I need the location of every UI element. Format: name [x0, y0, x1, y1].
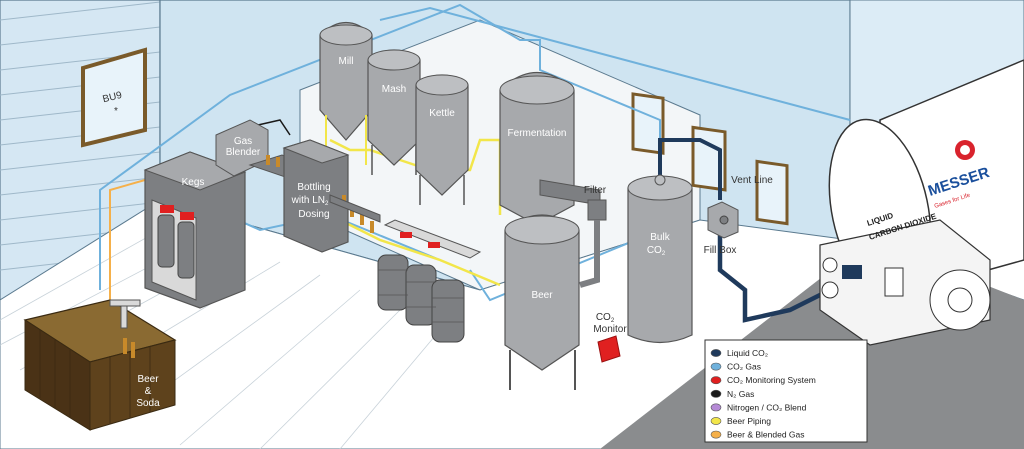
- bar-counter: Beer & Soda: [23, 299, 177, 431]
- fill-box: Fill Box Vent Line: [704, 175, 774, 256]
- beer-label: Beer: [531, 290, 553, 301]
- beer-soda-label-3: Soda: [136, 398, 160, 409]
- kettle-tank: Kettle: [415, 74, 469, 205]
- co2-monitor: CO2 Monitor: [593, 312, 627, 363]
- cabinet-kegs: [157, 205, 195, 279]
- monitor-label-2: Monitor: [593, 324, 627, 335]
- kettle-label: Kettle: [429, 108, 455, 119]
- bulk-co2-tank: Bulk CO2: [627, 174, 693, 344]
- beer-pipe-2: [329, 213, 501, 287]
- co2-gas-pipe-main: [99, 3, 661, 302]
- bottling-unit: Bottling with LN2 Dosing: [248, 139, 381, 253]
- window-1: [631, 92, 665, 155]
- sign-star: *: [114, 106, 118, 117]
- mill-label: Mill: [339, 56, 354, 67]
- legend-label: CO₂ Monitoring System: [727, 375, 816, 385]
- legend-swatch: [710, 389, 722, 398]
- legend-label: Nitrogen / CO₂ Blend: [727, 402, 807, 412]
- sign-text: BU9: [102, 90, 124, 105]
- bottling-label-3: Dosing: [298, 209, 329, 220]
- monitor-label-1: CO2: [596, 312, 615, 324]
- wall-sign: BU9 *: [81, 47, 147, 148]
- beer-soda-label-1: Beer: [137, 374, 159, 385]
- mill-tank: Mill: [319, 22, 373, 170]
- fill-box-label: Fill Box: [704, 245, 737, 256]
- window-2: [691, 125, 727, 192]
- beer-soda-label-2: &: [145, 386, 152, 397]
- window-3: [755, 159, 789, 226]
- bottling-label-1: Bottling: [297, 182, 330, 193]
- filter-unit: Filter: [539, 179, 607, 288]
- gas-blender-label-2: Blender: [226, 147, 261, 158]
- floor-kegs: [377, 219, 482, 343]
- filter-label: Filter: [584, 185, 607, 196]
- messer-truck: MESSER Gases for Life LIQUID CARBON DIOX…: [819, 59, 1024, 346]
- tanks: Mill Mash Kettle Fermentation: [319, 22, 693, 390]
- mash-tank: Mash: [367, 49, 421, 175]
- kegs-label: Kegs: [182, 177, 205, 188]
- bulk-label-2: CO2: [647, 245, 666, 257]
- legend-swatch: [710, 349, 722, 357]
- bottling-label-2: with LN2: [291, 195, 329, 207]
- legend-swatch: [710, 362, 722, 371]
- legend-swatch: [710, 430, 722, 439]
- kegs-cabinet: Kegs: [143, 151, 247, 309]
- gas-blender-label-1: Gas: [234, 136, 252, 147]
- fermentation-label: Fermentation: [508, 128, 567, 139]
- legend-swatch: [710, 403, 722, 412]
- legend-swatch: [710, 376, 722, 385]
- fermentation-tank: Fermentation: [499, 71, 575, 226]
- legend-label: Beer Piping: [727, 416, 771, 426]
- mash-label: Mash: [382, 84, 406, 95]
- blended-pipe: [109, 179, 146, 300]
- liquid-co2-fill: [717, 225, 852, 323]
- bulk-label-1: Bulk: [650, 232, 670, 243]
- liquid-co2-vent: [658, 138, 722, 200]
- legend-label: Liquid CO₂: [727, 348, 768, 358]
- legend-swatch: [710, 417, 722, 425]
- legend-label: Beer & Blended Gas: [727, 430, 805, 440]
- n2-pipe: [257, 119, 291, 136]
- vent-line-label: Vent Line: [731, 175, 773, 186]
- co2-gas-pipe-top: [379, 6, 851, 121]
- beer-tank: Beer: [504, 214, 580, 390]
- legend-label: CO₂ Gas: [727, 362, 761, 372]
- legend-label: N₂ Gas: [727, 389, 754, 399]
- legend-box: [704, 339, 868, 443]
